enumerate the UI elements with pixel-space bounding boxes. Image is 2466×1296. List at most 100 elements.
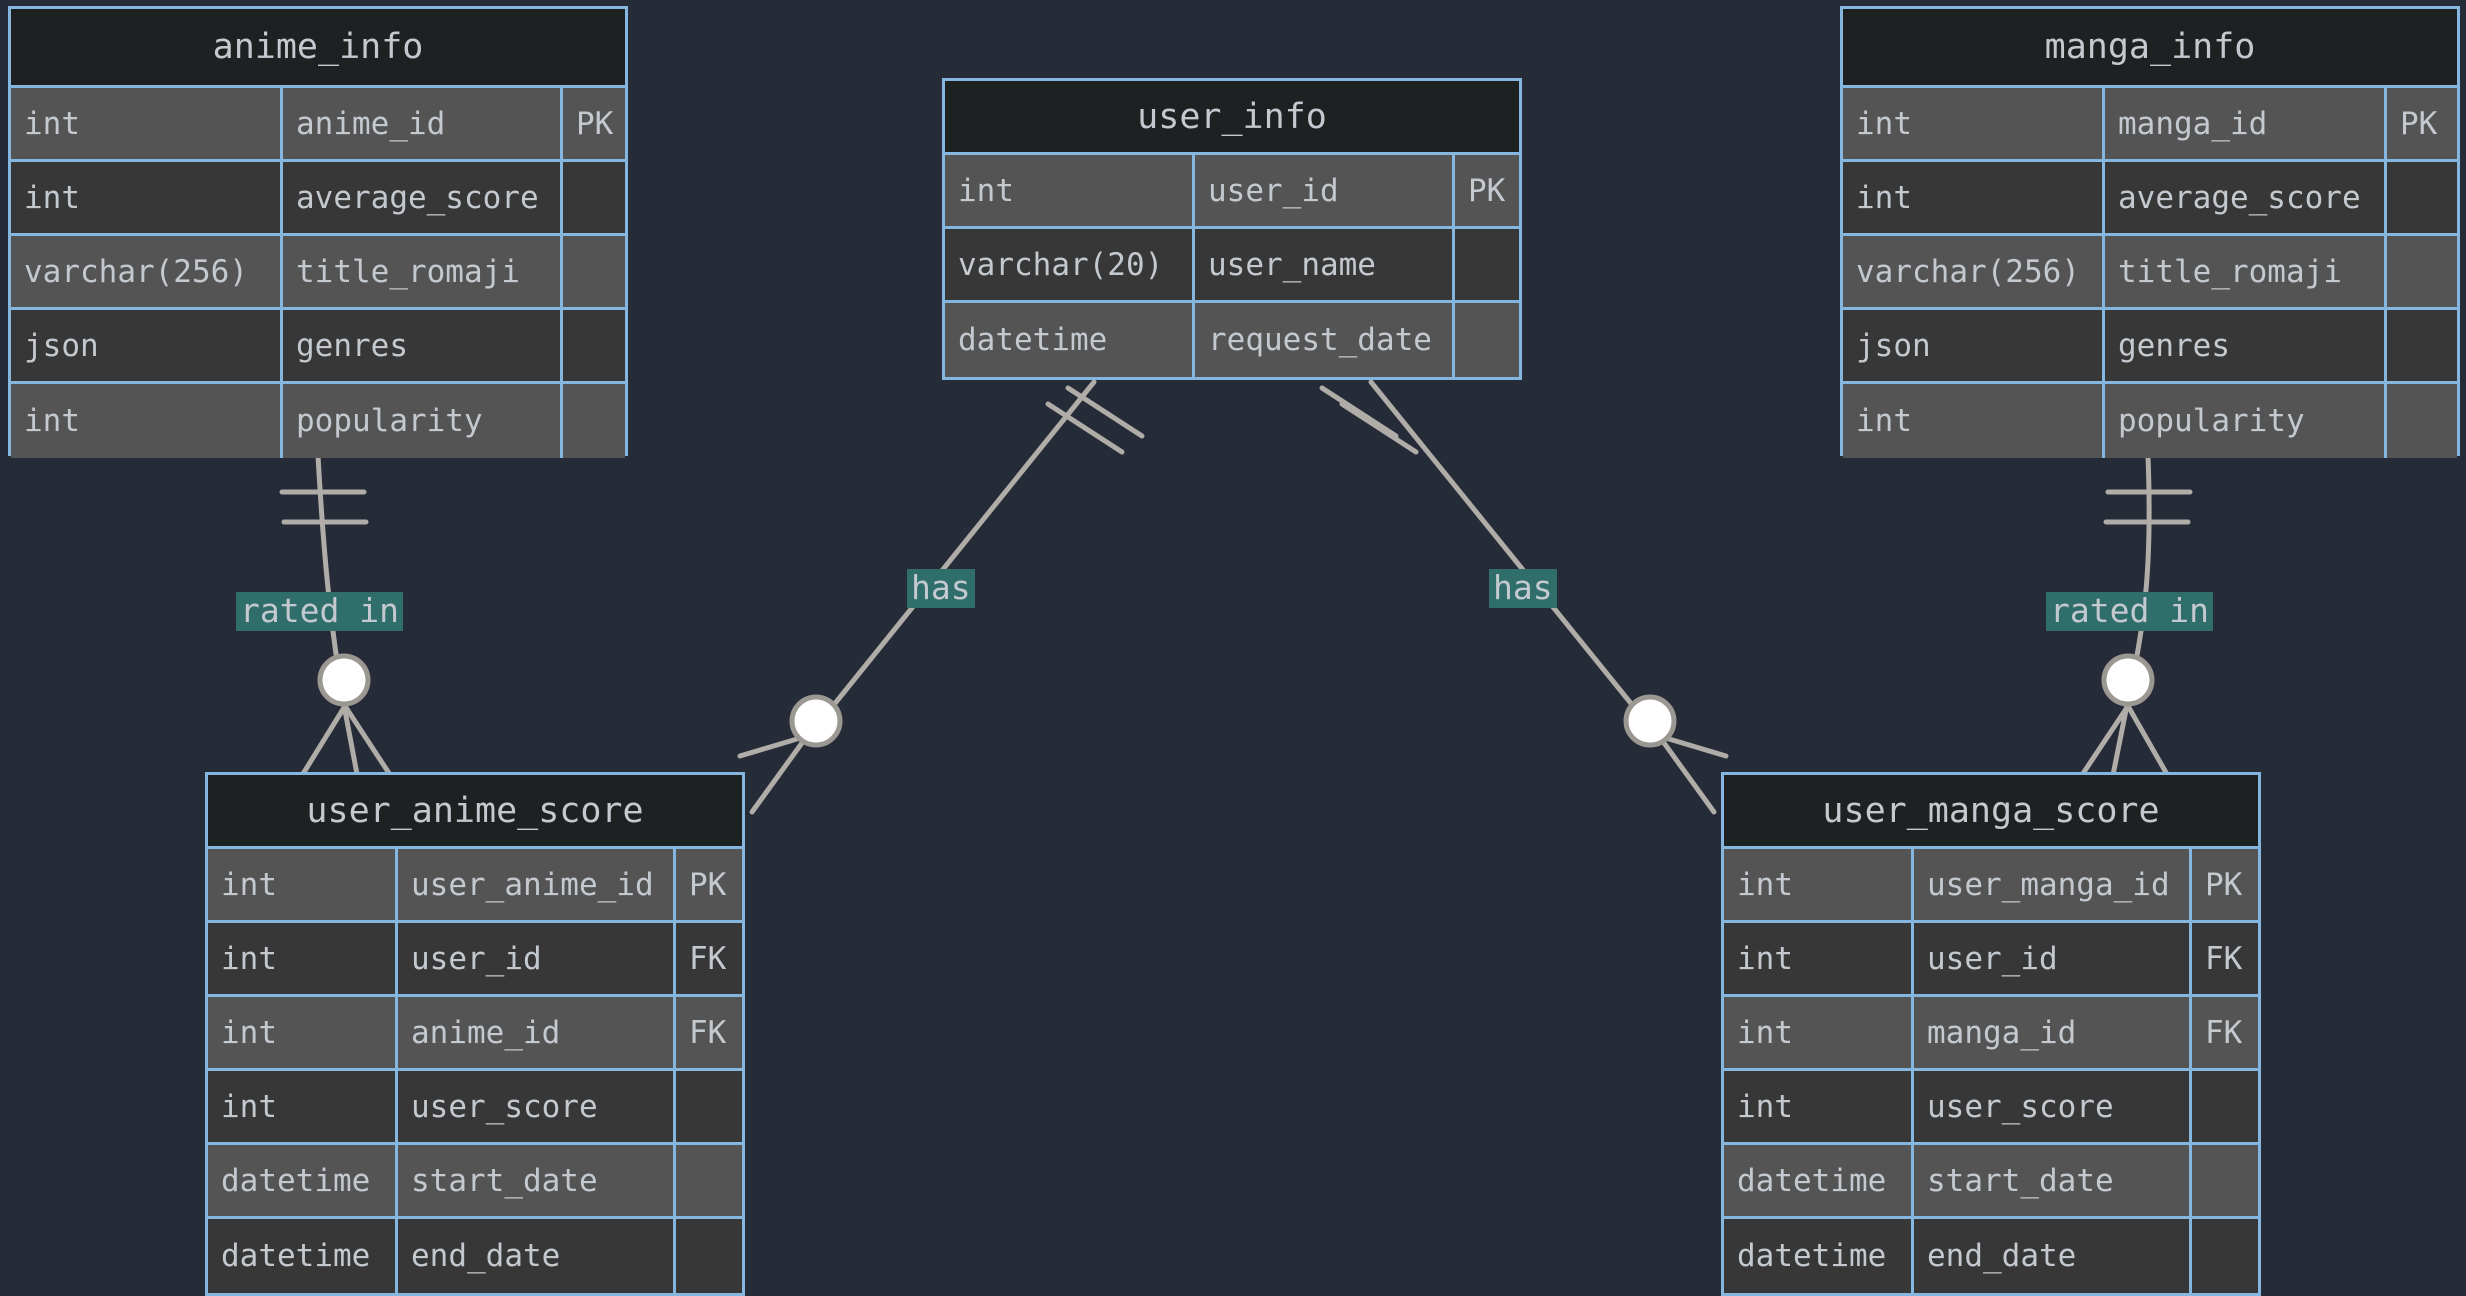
attribute-name: user_id [1914, 923, 2192, 994]
connector-user-has-manga [1368, 379, 1649, 725]
attribute-type: int [1724, 849, 1914, 920]
attribute-key [2387, 162, 2457, 233]
attribute-name: popularity [2105, 384, 2387, 458]
attribute-row[interactable]: varchar(256) title_romaji [11, 236, 625, 310]
entity-title-user-info: user_info [945, 81, 1519, 155]
attribute-row[interactable]: datetime request_date [945, 303, 1519, 377]
attribute-type: varchar(256) [1843, 236, 2105, 307]
connector-user-has-anime [817, 379, 1097, 725]
attribute-list-user-info: int user_id PK varchar(20) user_name dat… [945, 155, 1519, 377]
attribute-row[interactable]: int popularity [11, 384, 625, 458]
attribute-key [676, 1145, 742, 1216]
attribute-type: int [11, 162, 283, 233]
attribute-row[interactable]: datetime end_date [208, 1219, 742, 1293]
attribute-row[interactable]: json genres [11, 310, 625, 384]
attribute-key [563, 384, 625, 458]
attribute-type: int [945, 155, 1195, 226]
attribute-key: PK [563, 88, 625, 159]
attribute-type: int [208, 997, 398, 1068]
attribute-key [1455, 229, 1519, 300]
attribute-row[interactable]: datetime start_date [1724, 1145, 2258, 1219]
attribute-name: average_score [283, 162, 563, 233]
attribute-row[interactable]: int user_score [1724, 1071, 2258, 1145]
crowsfoot-has-left-2 [749, 733, 810, 815]
attribute-row[interactable]: int average_score [11, 162, 625, 236]
attribute-name: popularity [283, 384, 563, 458]
entity-user-anime-score[interactable]: user_anime_score int user_anime_id PK in… [205, 772, 745, 1296]
attribute-key [2192, 1071, 2258, 1142]
attribute-type: datetime [1724, 1145, 1914, 1216]
marker-exactly-one-has-left [1045, 401, 1125, 455]
attribute-key [2387, 236, 2457, 307]
attribute-type: int [208, 849, 398, 920]
attribute-type: int [1724, 923, 1914, 994]
attribute-row[interactable]: json genres [1843, 310, 2457, 384]
attribute-type: int [1843, 162, 2105, 233]
attribute-list-anime-info: int anime_id PK int average_score varcha… [11, 88, 625, 458]
attribute-key [676, 1219, 742, 1293]
entity-anime-info[interactable]: anime_info int anime_id PK int average_s… [8, 6, 628, 458]
attribute-type: int [1843, 384, 2105, 458]
attribute-row[interactable]: int popularity [1843, 384, 2457, 458]
relationship-label-anime-rated-in[interactable]: rated in [236, 592, 403, 631]
relationship-label-user-has-manga[interactable]: has [1489, 569, 1557, 608]
attribute-row[interactable]: int anime_id FK [208, 997, 742, 1071]
entity-title-anime-info: anime_info [11, 9, 625, 88]
attribute-key [2192, 1145, 2258, 1216]
attribute-row[interactable]: datetime start_date [208, 1145, 742, 1219]
attribute-name: genres [283, 310, 563, 381]
attribute-name: user_name [1195, 229, 1455, 300]
marker-zero-has-right [1623, 694, 1677, 748]
attribute-row[interactable]: int user_manga_id PK [1724, 849, 2258, 923]
attribute-row[interactable]: datetime end_date [1724, 1219, 2258, 1293]
attribute-name: anime_id [398, 997, 676, 1068]
attribute-name: title_romaji [2105, 236, 2387, 307]
attribute-key: FK [2192, 923, 2258, 994]
attribute-list-user-anime-score: int user_anime_id PK int user_id FK int … [208, 849, 742, 1293]
crowsfoot-has-left [737, 733, 810, 759]
attribute-row[interactable]: int user_id FK [1724, 923, 2258, 997]
attribute-row[interactable]: int user_score [208, 1071, 742, 1145]
attribute-key: PK [1455, 155, 1519, 226]
attribute-name: user_anime_id [398, 849, 676, 920]
attribute-name: end_date [398, 1219, 676, 1293]
attribute-name: manga_id [2105, 88, 2387, 159]
attribute-name: user_manga_id [1914, 849, 2192, 920]
attribute-key: PK [2192, 849, 2258, 920]
entity-title-manga-info: manga_info [1843, 9, 2457, 88]
attribute-type: datetime [945, 303, 1195, 377]
attribute-name: request_date [1195, 303, 1455, 377]
attribute-row[interactable]: int average_score [1843, 162, 2457, 236]
attribute-key [1455, 303, 1519, 377]
attribute-type: int [11, 384, 283, 458]
relationship-label-user-has-anime[interactable]: has [907, 569, 975, 608]
attribute-type: int [208, 1071, 398, 1142]
attribute-key: FK [676, 997, 742, 1068]
attribute-key: FK [2192, 997, 2258, 1068]
entity-manga-info[interactable]: manga_info int manga_id PK int average_s… [1840, 6, 2460, 458]
attribute-key [676, 1071, 742, 1142]
attribute-name: average_score [2105, 162, 2387, 233]
attribute-row[interactable]: int user_anime_id PK [208, 849, 742, 923]
marker-zero-has-left [789, 694, 843, 748]
attribute-row[interactable]: varchar(256) title_romaji [1843, 236, 2457, 310]
attribute-row[interactable]: int user_id PK [945, 155, 1519, 229]
attribute-row[interactable]: int user_id FK [208, 923, 742, 997]
relationship-label-manga-rated-in[interactable]: rated in [2046, 592, 2213, 631]
attribute-key [2387, 310, 2457, 381]
attribute-key [563, 310, 625, 381]
attribute-type: int [1724, 1071, 1914, 1142]
attribute-type: datetime [208, 1145, 398, 1216]
attribute-type: int [1724, 997, 1914, 1068]
attribute-row[interactable]: int manga_id FK [1724, 997, 2258, 1071]
attribute-row[interactable]: int anime_id PK [11, 88, 625, 162]
attribute-name: genres [2105, 310, 2387, 381]
entity-user-info[interactable]: user_info int user_id PK varchar(20) use… [942, 78, 1522, 380]
crowsfoot-has-right-2 [1656, 733, 1717, 815]
entity-user-manga-score[interactable]: user_manga_score int user_manga_id PK in… [1721, 772, 2261, 1296]
attribute-name: manga_id [1914, 997, 2192, 1068]
attribute-key [2387, 384, 2457, 458]
attribute-row[interactable]: int manga_id PK [1843, 88, 2457, 162]
attribute-row[interactable]: varchar(20) user_name [945, 229, 1519, 303]
